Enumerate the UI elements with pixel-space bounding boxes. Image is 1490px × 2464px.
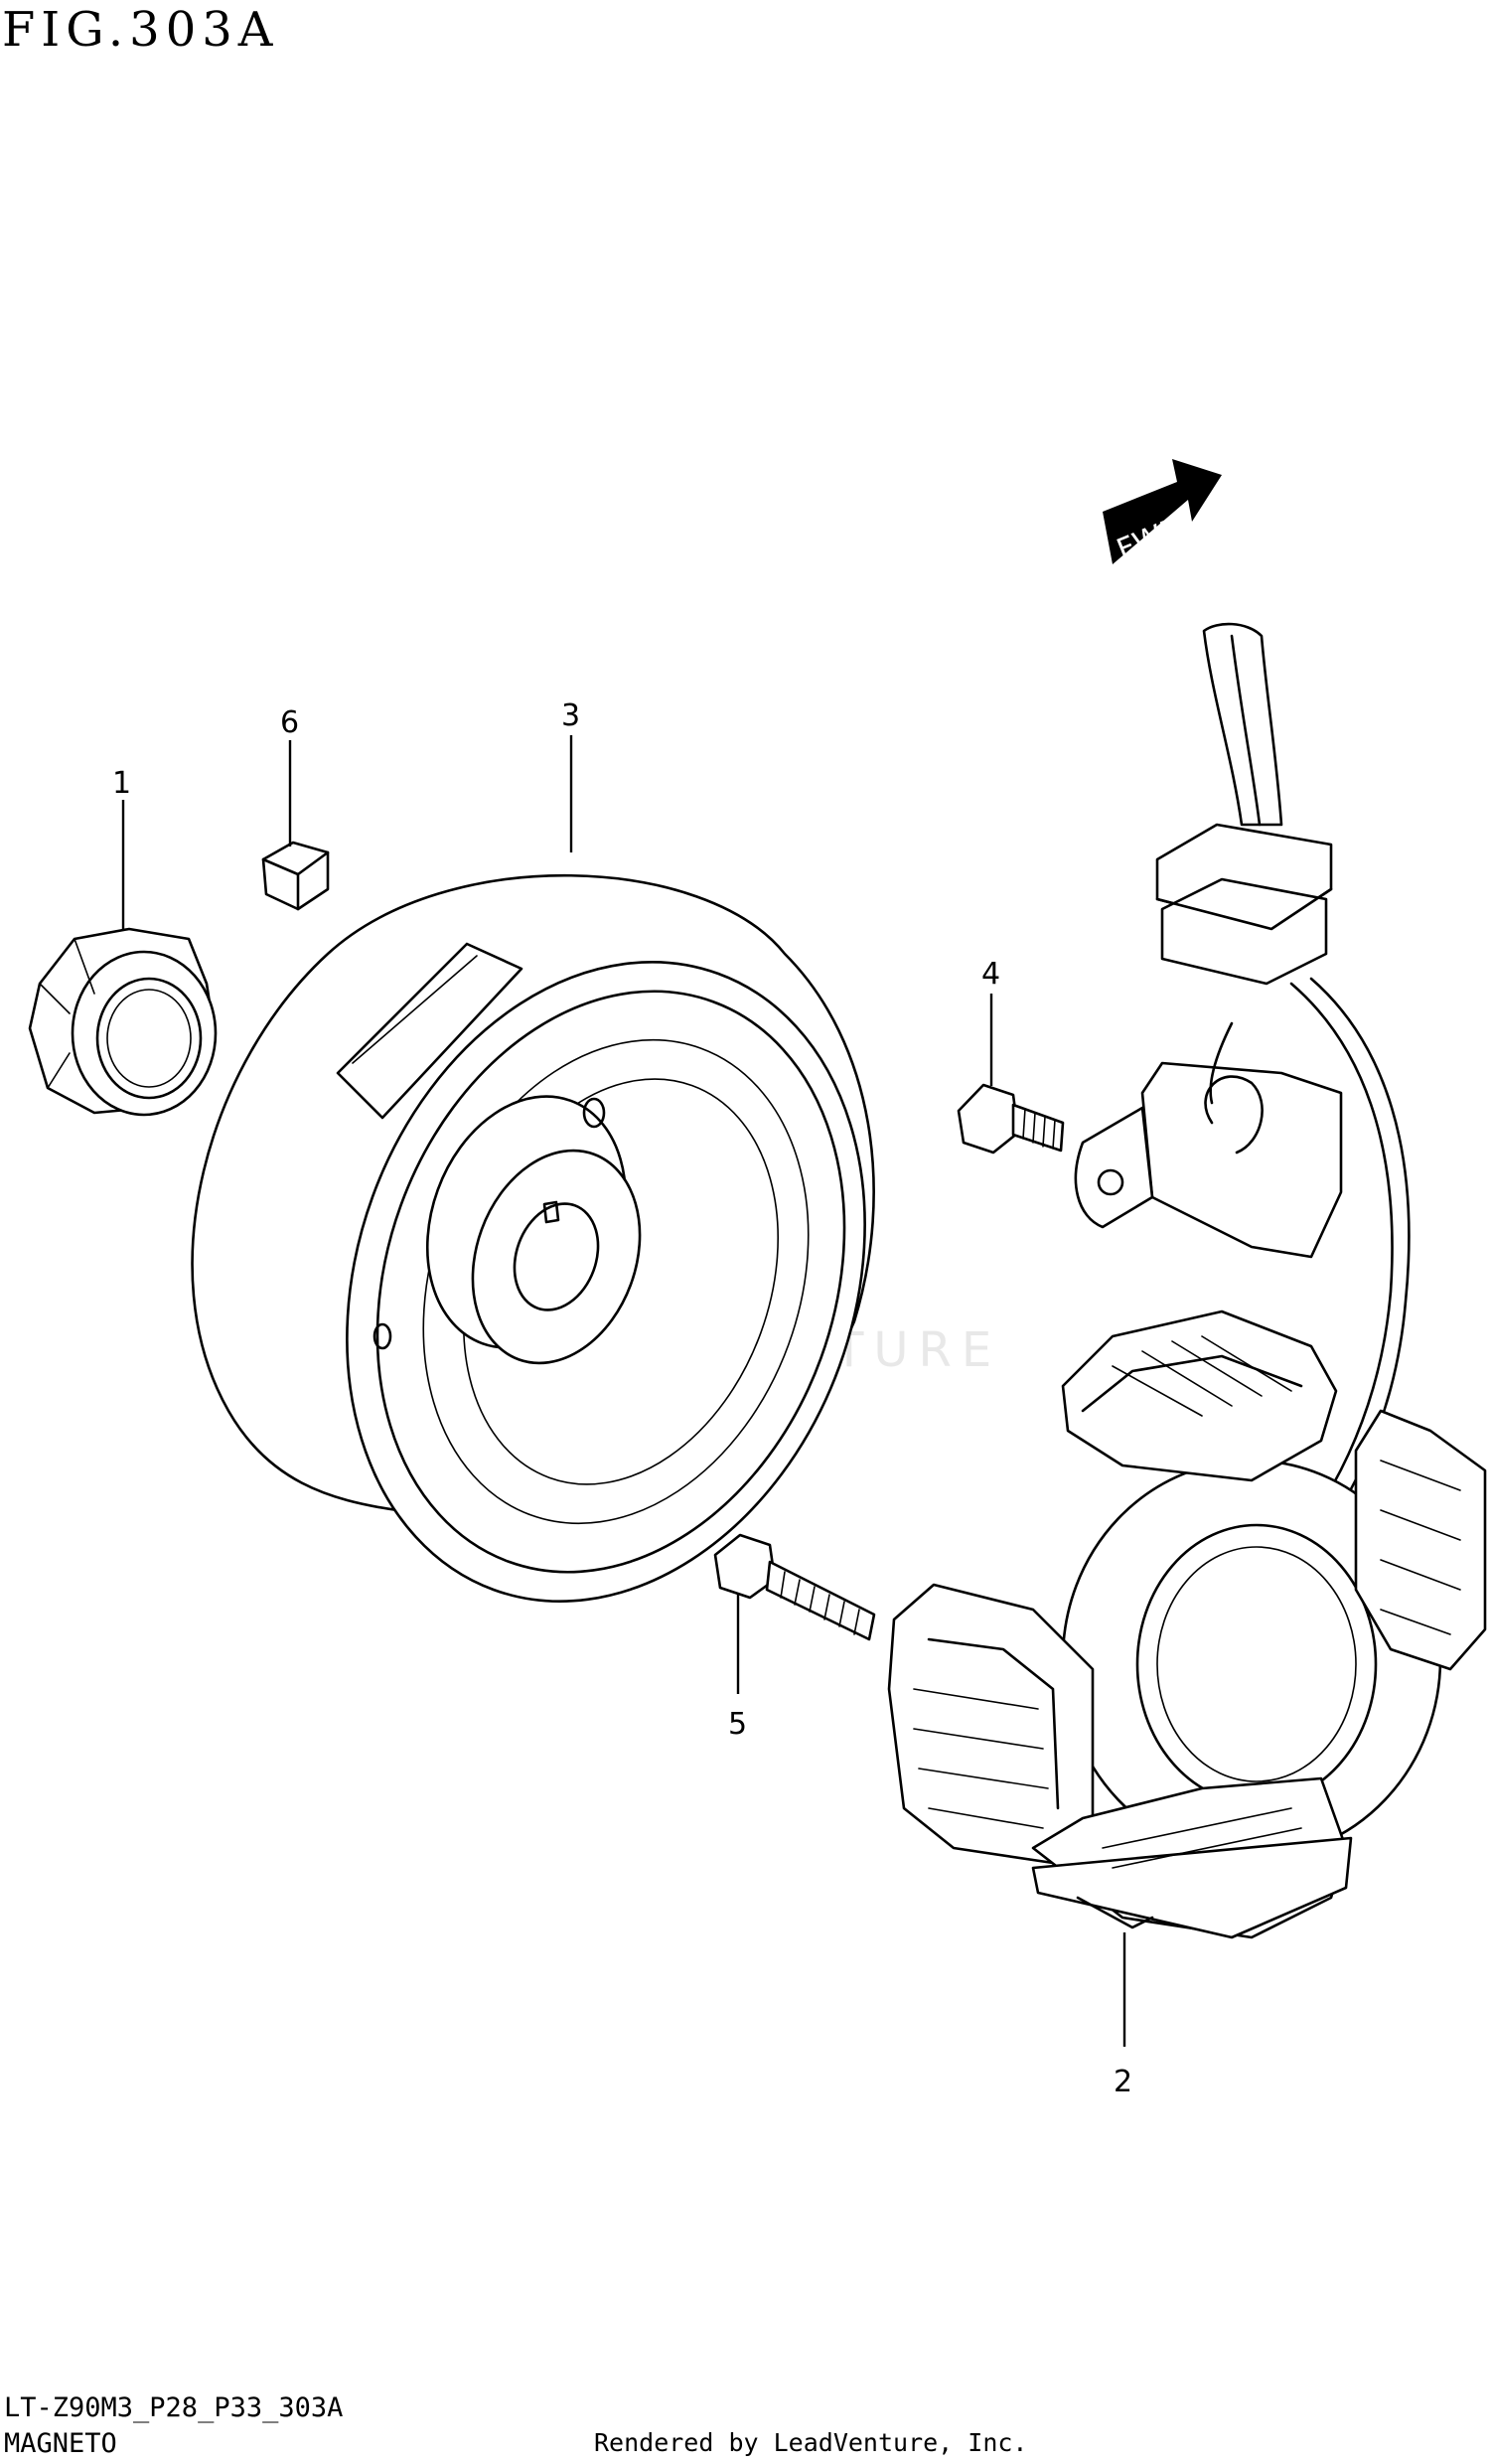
callout-2: 2 bbox=[1114, 2065, 1132, 2099]
callout-5: 5 bbox=[728, 1707, 747, 1742]
part-2-stator-assembly bbox=[887, 622, 1487, 1939]
part-5-bolt bbox=[713, 1533, 876, 1641]
section-name: MAGNETO bbox=[4, 2428, 117, 2459]
callout-3: 3 bbox=[561, 698, 580, 733]
callout-4: 4 bbox=[981, 957, 1000, 992]
render-credit: Rendered by LeadVenture, Inc. bbox=[594, 2428, 1028, 2457]
callout-1: 1 bbox=[112, 766, 131, 801]
part-1-nut bbox=[28, 927, 218, 1117]
drawing-code: LT-Z90M3_P28_P33_303A bbox=[4, 2392, 344, 2423]
figure-title: FIG.303A bbox=[2, 2, 279, 58]
callout-6: 6 bbox=[280, 705, 299, 740]
fwd-direction-arrow: FWD bbox=[1103, 459, 1222, 568]
part-6-key bbox=[261, 841, 330, 911]
part-4-screw bbox=[957, 1083, 1065, 1155]
part-3-flywheel-rotor bbox=[191, 873, 875, 1603]
